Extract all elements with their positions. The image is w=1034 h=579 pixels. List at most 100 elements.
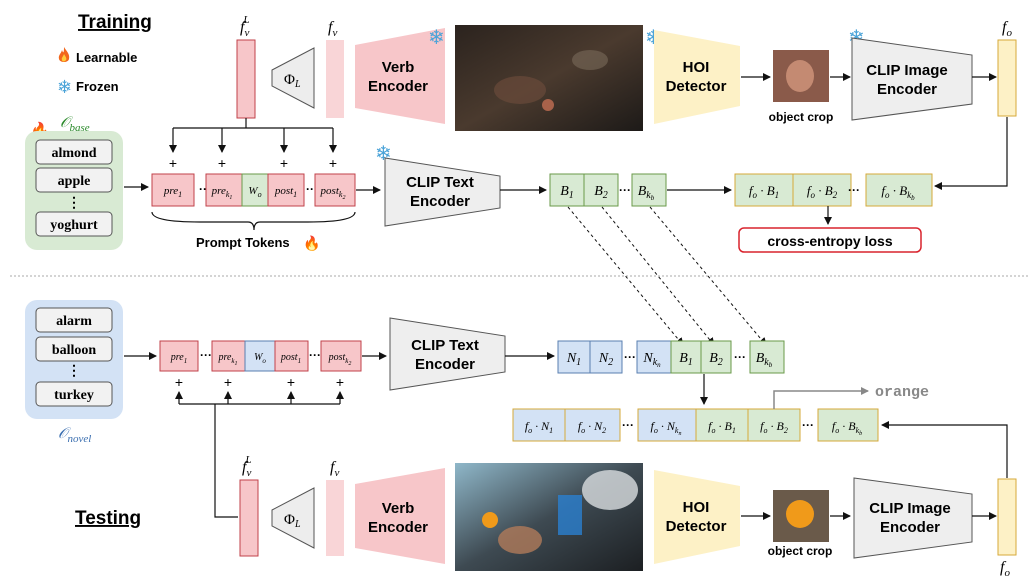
fv-label-test: fv <box>330 459 339 479</box>
svg-text:fo · B2: fo · B2 <box>760 419 788 435</box>
base-object-almond: almond <box>35 139 113 165</box>
svg-text:pre1: pre1 <box>163 185 182 199</box>
svg-text:fo · Bkb: fo · Bkb <box>832 419 862 437</box>
ellipsis: ··· <box>622 418 634 432</box>
novel-object-balloon: balloon <box>35 336 113 362</box>
prompt-tokens-train: pre1 ··· prek1 Wo post1 ··· postk2 <box>151 173 356 207</box>
ellipsis: ··· <box>309 348 321 362</box>
similarity-scores-test: fo · N1 fo · N2 ··· fo · Nkn fo · B1 fo … <box>512 408 879 442</box>
svg-text:postk2: postk2 <box>328 352 352 367</box>
flame-icon <box>58 47 70 62</box>
phi-label-test: ΦL <box>284 512 301 530</box>
svg-text:post1: post1 <box>274 185 297 199</box>
ellipsis: ··· <box>624 350 636 364</box>
plus-sign: + <box>218 155 226 171</box>
fv-feature-bar-train <box>326 40 344 118</box>
plus-sign: + <box>169 155 177 171</box>
svg-text:prek1: prek1 <box>211 185 233 201</box>
combined-text-embeddings-test: N1 N2 ··· Nkn B1 B2 ··· Bkb <box>557 340 785 374</box>
svg-text:apple: apple <box>58 174 91 189</box>
o-novel-label: 𝒪novel <box>58 426 91 445</box>
svg-text:Wo: Wo <box>248 185 261 199</box>
verb-encoder-test <box>355 468 445 564</box>
clip-image-encoder-test <box>853 477 973 559</box>
fo-label-train: fo <box>1002 19 1012 39</box>
svg-text:prek1: prek1 <box>217 352 237 367</box>
svg-text:N1: N1 <box>566 351 581 368</box>
svg-text:fo · Nkn: fo · Nkn <box>651 419 682 437</box>
fo-feature-bar-test <box>997 478 1017 556</box>
ellipsis: ··· <box>802 418 814 432</box>
svg-text:fo · B2: fo · B2 <box>807 183 838 200</box>
svg-text:Nkn: Nkn <box>642 351 661 369</box>
similarity-scores-train: fo · B1 fo · B2 ··· fo · Bkb <box>734 173 933 207</box>
svg-text:post1: post1 <box>280 352 301 365</box>
base-object-yoghurt: yoghurt <box>35 211 113 237</box>
base-object-apple: apple <box>35 167 113 193</box>
svg-text:B1: B1 <box>679 351 693 368</box>
object-crop-label-train: object crop <box>769 110 834 124</box>
phi-label-train: ΦL <box>284 72 301 90</box>
ellipsis: ··· <box>619 183 631 197</box>
fvL-feature-bar-test <box>239 479 259 557</box>
novel-object-turkey: turkey <box>35 381 113 407</box>
hoi-detector-train <box>654 30 740 124</box>
vertical-ellipsis: ⋮ <box>67 194 81 210</box>
hoi-detector-test <box>654 470 740 564</box>
snowflake-icon: ❄ <box>428 27 445 49</box>
verb-encoder-train <box>355 28 445 124</box>
fvL-label-test: fvL <box>242 454 251 479</box>
ellipsis: ··· <box>734 350 746 364</box>
plus-sign: + <box>175 374 183 390</box>
learnable-label: Learnable <box>76 50 137 65</box>
phi-projection-test <box>271 487 315 549</box>
cross-entropy-loss-label: cross-entropy loss <box>767 233 892 249</box>
svg-text:Bkb: Bkb <box>638 184 655 202</box>
svg-text:Wo: Wo <box>254 352 266 365</box>
svg-text:balloon: balloon <box>52 343 97 358</box>
fo-feature-bar-train <box>997 39 1017 117</box>
frozen-label: Frozen <box>76 79 119 94</box>
svg-text:yoghurt: yoghurt <box>50 218 98 233</box>
svg-text:N2: N2 <box>598 351 613 368</box>
clip-text-encoder-train <box>384 157 501 227</box>
fv-label-train: fv <box>328 19 337 39</box>
plus-sign: + <box>280 155 288 171</box>
testing-video-frame <box>455 463 643 571</box>
svg-text:B2: B2 <box>709 351 723 368</box>
ellipsis: ··· <box>848 183 860 197</box>
training-video-frame <box>455 25 643 131</box>
plus-sign: + <box>329 155 337 171</box>
object-crop-label-test: object crop <box>768 544 833 558</box>
fvL-feature-bar-train <box>236 39 256 119</box>
prompt-tokens-test: pre1 ··· prek1 Wo post1 ··· postk2 <box>159 340 362 372</box>
vertical-ellipsis: ⋮ <box>67 362 81 378</box>
svg-text:fo · B1: fo · B1 <box>708 419 736 435</box>
predicted-label: orange <box>875 384 929 401</box>
frozen-legend: ❄ Frozen <box>57 77 119 97</box>
svg-text:fo · Bkb: fo · Bkb <box>881 183 915 202</box>
svg-text:fo · B1: fo · B1 <box>749 183 779 200</box>
plus-sign: + <box>224 374 232 390</box>
base-text-embeddings-train: B1 B2 ··· Bkb <box>549 173 667 207</box>
clip-image-encoder-train <box>851 37 973 121</box>
training-title: Training <box>78 12 152 33</box>
novel-object-alarm: alarm <box>35 307 113 333</box>
svg-text:B2: B2 <box>594 184 608 201</box>
ellipsis: ··· <box>200 348 212 362</box>
svg-text:fo · N1: fo · N1 <box>525 419 553 435</box>
snowflake-icon: ❄ <box>57 77 72 97</box>
prompt-tokens-label: Prompt Tokens <box>196 235 290 250</box>
svg-text:alarm: alarm <box>56 314 92 329</box>
cross-entropy-loss-box <box>738 227 922 253</box>
phi-projection-train <box>271 47 315 109</box>
svg-text:B1: B1 <box>560 184 574 201</box>
clip-text-encoder-test <box>389 317 506 391</box>
